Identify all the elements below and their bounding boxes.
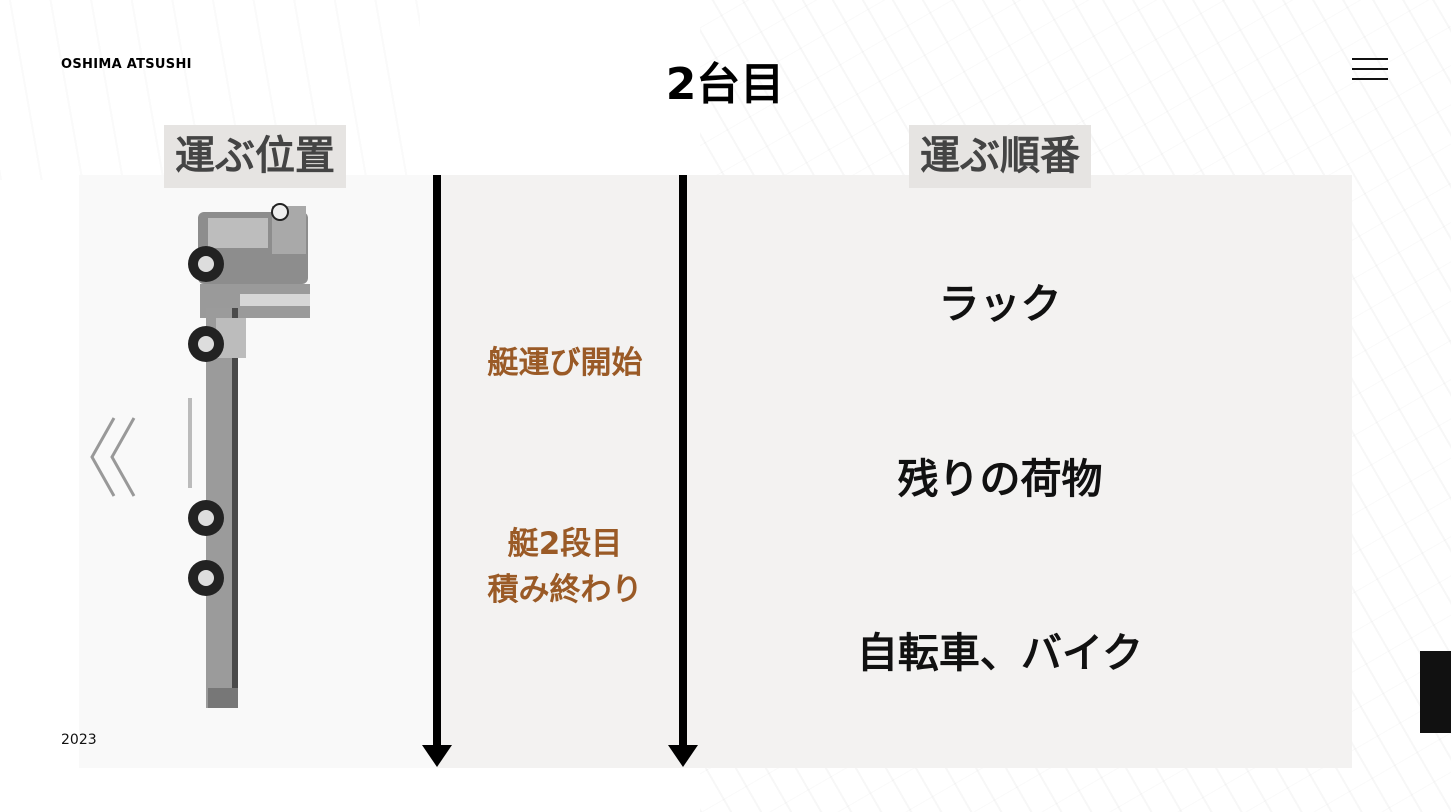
slide-title: 2台目 bbox=[665, 59, 785, 110]
column-position-label: 運ぶ位置 bbox=[164, 125, 346, 188]
site-name[interactable]: OSHIMA ATSUSHI bbox=[61, 57, 192, 72]
footer-year: 2023 bbox=[61, 732, 97, 748]
middle-label-line: 積み終わり bbox=[487, 572, 643, 608]
column-order-label: 運ぶ順番 bbox=[909, 125, 1091, 188]
down-arrow-icon bbox=[668, 175, 698, 767]
truck-top-view-icon bbox=[188, 203, 310, 708]
middle-label-start: 艇運び開始 bbox=[487, 345, 643, 381]
order-item: 残りの荷物 bbox=[897, 455, 1103, 503]
middle-label-line: 艇2段目 bbox=[507, 526, 623, 562]
down-arrow-icon bbox=[422, 175, 452, 767]
order-item: 自転車、バイク bbox=[856, 629, 1144, 677]
middle-label-end: 艇2段目 積み終わり bbox=[447, 521, 683, 613]
order-item: ラック bbox=[938, 280, 1062, 328]
side-tab-button[interactable] bbox=[1420, 651, 1451, 733]
double-chevron-left-icon[interactable] bbox=[86, 414, 142, 500]
hamburger-icon[interactable] bbox=[1350, 55, 1390, 83]
